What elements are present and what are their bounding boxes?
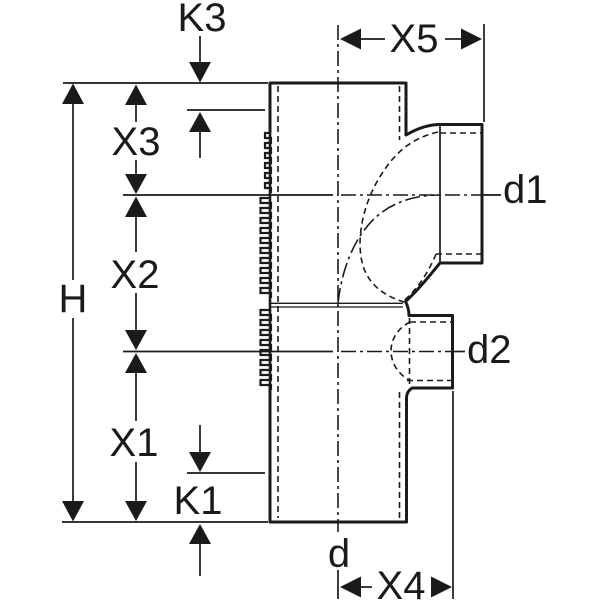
dimension-K1: K1	[174, 425, 223, 576]
dim-label-x4: X4	[377, 564, 426, 600]
dim-label-h: H	[59, 277, 88, 321]
fitting-outline	[259, 81, 484, 524]
dim-label-k1: K1	[174, 479, 223, 523]
x5-arrow-left	[340, 28, 361, 50]
centerlines	[337, 25, 482, 532]
d2-bore-bulge-dashed	[390, 321, 411, 382]
dimension-X3: X3	[112, 84, 161, 194]
dim-label-d: d	[328, 532, 350, 576]
k1-arrow-down	[189, 452, 211, 472]
x4-arrow-right	[431, 576, 452, 598]
dim-label-d2: d2	[467, 328, 512, 372]
dimension-H: H	[59, 83, 88, 522]
k1-arrow-up	[189, 524, 211, 544]
dim-label-x2: X2	[111, 253, 160, 297]
dimension-X4: X4	[340, 564, 452, 600]
dimension-X5: X5	[340, 17, 482, 61]
x2-arrow-down	[125, 330, 147, 350]
x5-arrow-right	[461, 28, 482, 50]
dim-label-x1: X1	[110, 421, 159, 465]
dim-label-k3: K3	[178, 0, 227, 40]
dim-label-x3: X3	[112, 120, 161, 164]
hidden-edges	[277, 86, 481, 518]
k3-arrow-down	[189, 62, 211, 83]
x4-arrow-left	[340, 576, 361, 598]
branch-lower-sweep-dashed	[402, 253, 437, 302]
dimension-K3: K3	[178, 0, 227, 158]
rib-serration-upper	[263, 131, 273, 193]
body-outline-path	[268, 81, 484, 524]
x1-arrow-up	[125, 353, 147, 373]
rib-serration-lower	[259, 308, 273, 390]
label-d1: d1	[482, 168, 548, 212]
branch-curved-axis	[337, 194, 442, 304]
k3-arrow-up	[189, 112, 211, 132]
h-arrow-down	[62, 501, 84, 522]
h-arrow-up	[62, 83, 84, 104]
dimension-X2: X2	[111, 196, 160, 350]
label-d2: d2	[453, 328, 512, 372]
x3-arrow-down	[125, 174, 147, 194]
branch-bore-sweep-dashed	[359, 131, 439, 303]
x2-arrow-up	[125, 196, 147, 217]
x1-arrow-down	[125, 501, 147, 521]
x3-arrow-up	[125, 84, 147, 105]
dimension-X1: X1	[110, 353, 159, 521]
label-d: d	[328, 532, 350, 576]
rib-serration-middle	[259, 196, 273, 298]
reference-lines	[62, 24, 485, 599]
dim-label-x5: X5	[390, 17, 439, 61]
dim-label-d1: d1	[503, 168, 548, 212]
